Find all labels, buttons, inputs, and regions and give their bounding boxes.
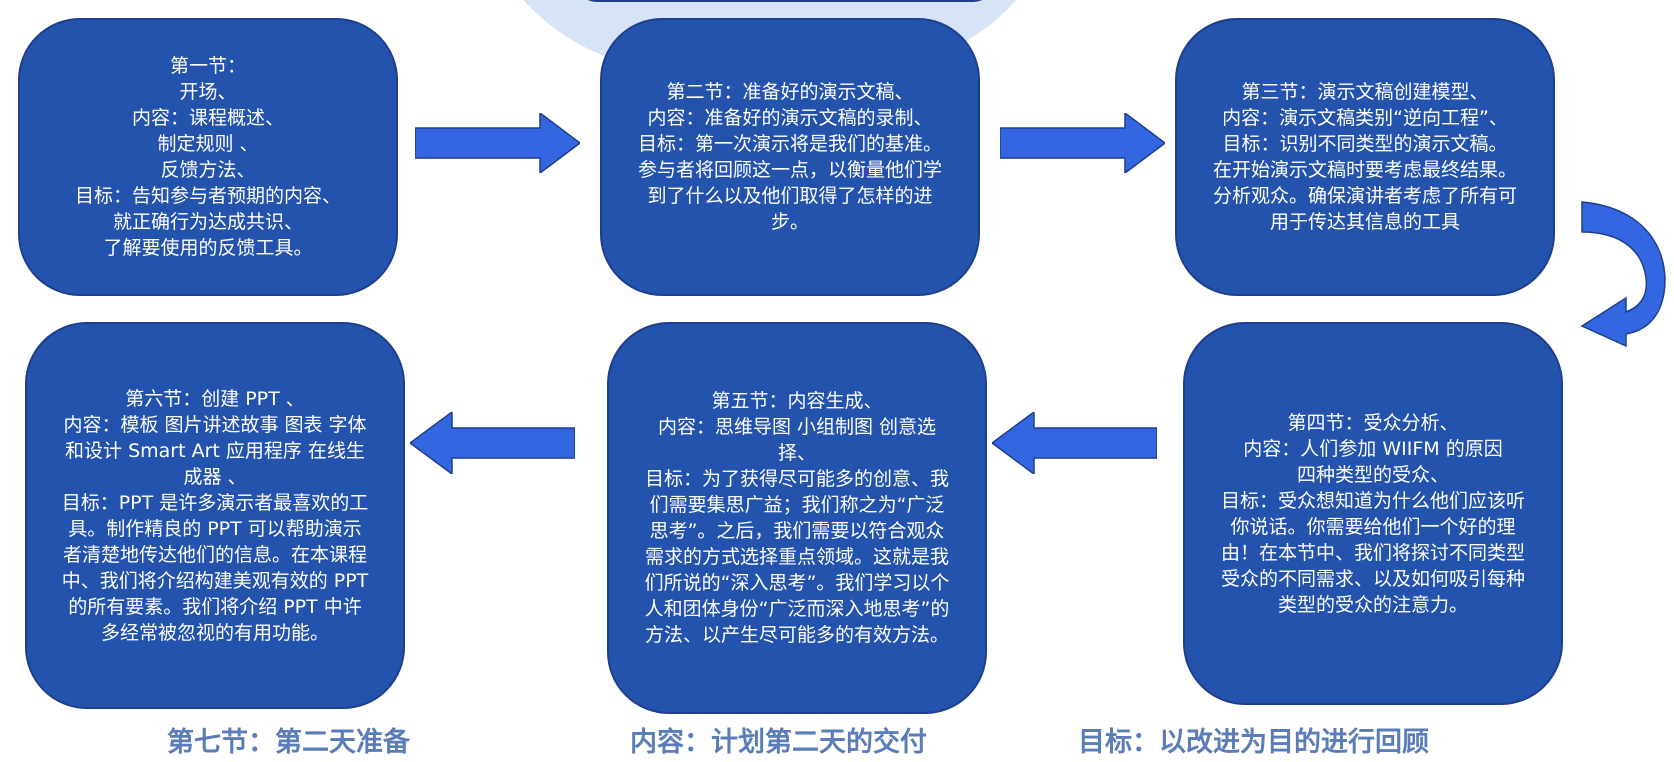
background-shape-top-edge [575,0,995,2]
footer-section-title: 第七节：第二天准备 [167,727,410,758]
arrow-left-icon [410,412,575,474]
step-text-2: 第二节：准备好的演示文稿、 内容：准备好的演示文稿的录制、 目标：第一次演示将是… [637,81,942,233]
step-text-1: 第一节： 开场、 内容：课程概述、 制定规则 、 反馈方法、 目标：告知参与者预… [74,55,341,259]
step-box-6: 第六节：创建 PPT 、 内容：模板 图片讲述故事 图表 字体和设计 Smart… [25,322,405,709]
footer-goal: 目标：以改进为目的进行回顾 [1078,727,1429,758]
arrow-right-icon [1000,113,1165,173]
step-text-6: 第六节：创建 PPT 、 内容：模板 图片讲述故事 图表 字体和设计 Smart… [61,387,369,644]
step-box-4: 第四节：受众分析、 内容：人们参加 WIIFM 的原因 四种类型的受众、 目标：… [1183,322,1563,705]
step-box-3: 第三节：演示文稿创建模型、 内容：演示文稿类别“逆向工程”、 目标：识别不同类型… [1175,18,1555,296]
step-text-4: 第四节：受众分析、 内容：人们参加 WIIFM 的原因 四种类型的受众、 目标：… [1220,411,1525,616]
curved-arrow-down-icon [1580,201,1666,348]
step-text-5: 第五节：内容生成、 内容：思维导图 小组制图 创意选择、 目标：为了获得尽可能多… [644,390,950,646]
step-text-3: 第三节：演示文稿创建模型、 内容：演示文稿类别“逆向工程”、 目标：识别不同类型… [1212,81,1517,233]
footer-content: 内容：计划第二天的交付 [630,727,927,758]
step-box-1: 第一节： 开场、 内容：课程概述、 制定规则 、 反馈方法、 目标：告知参与者预… [18,18,398,296]
arrow-right-icon [415,113,580,173]
arrow-left-icon [992,412,1157,474]
step-box-5: 第五节：内容生成、 内容：思维导图 小组制图 创意选择、 目标：为了获得尽可能多… [607,322,987,714]
step-box-2: 第二节：准备好的演示文稿、 内容：准备好的演示文稿的录制、 目标：第一次演示将是… [600,18,980,296]
